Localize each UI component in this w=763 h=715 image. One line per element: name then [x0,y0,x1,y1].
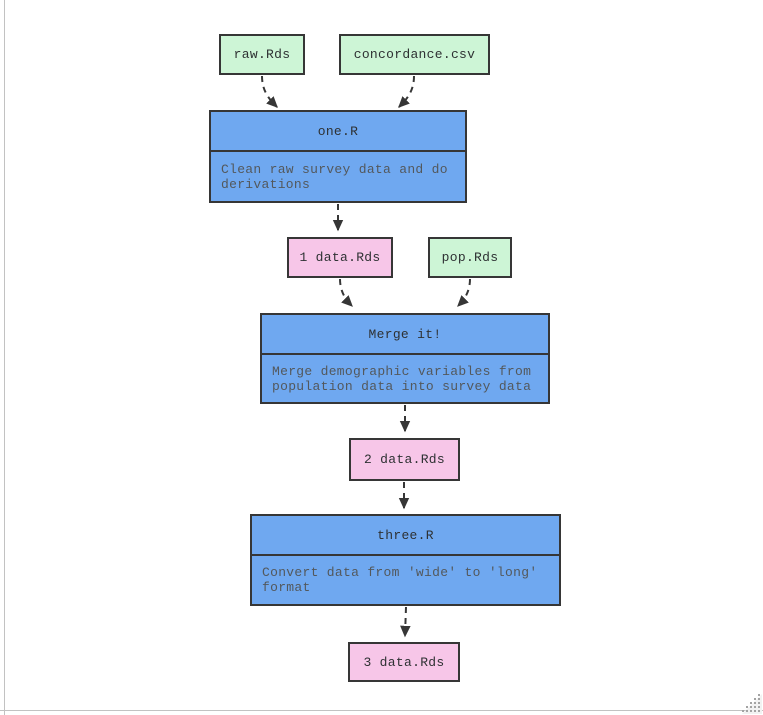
node-merge-it: Merge it! Merge demographic variables fr… [260,313,550,404]
edge-data1-to-merge [339,278,353,307]
node-label: 3 data.Rds [363,654,445,670]
resize-grip-icon[interactable] [742,694,762,714]
node-raw-rds: raw.Rds [219,34,305,75]
edge-raw-to-one [261,75,278,108]
node-description: Clean raw survey data and do derivations [221,161,448,192]
node-title: one.R [211,112,465,152]
node-description: Merge demographic variables from populat… [272,363,532,394]
node-data3-rds: 3 data.Rds [348,642,460,682]
pane-bottom-border [0,710,763,711]
node-three-r: three.R Convert data from 'wide' to 'lon… [250,514,561,606]
node-label: pop.Rds [441,250,499,265]
edge-concordance-to-one [398,75,415,108]
node-label: 2 data.Rds [363,452,445,467]
node-description: Convert data from 'wide' to 'long' forma… [262,565,538,595]
edge-three-to-data3 [400,606,411,638]
node-pop-rds: pop.Rds [428,237,512,278]
node-label: concordance.csv [353,47,476,62]
node-data2-rds: 2 data.Rds [349,438,460,481]
pane-left-border [4,0,5,715]
edge-pop-to-merge [457,278,471,307]
node-data1-rds: 1 data.Rds [287,237,393,278]
node-label: raw.Rds [233,47,291,62]
node-title: Merge it! [262,315,548,355]
resize-grip-dots [742,694,762,714]
node-title: three.R [252,516,559,556]
node-label: 1 data.Rds [299,250,381,265]
node-concordance-csv: concordance.csv [339,34,490,75]
node-one-r: one.R Clean raw survey data and do deriv… [209,110,467,203]
